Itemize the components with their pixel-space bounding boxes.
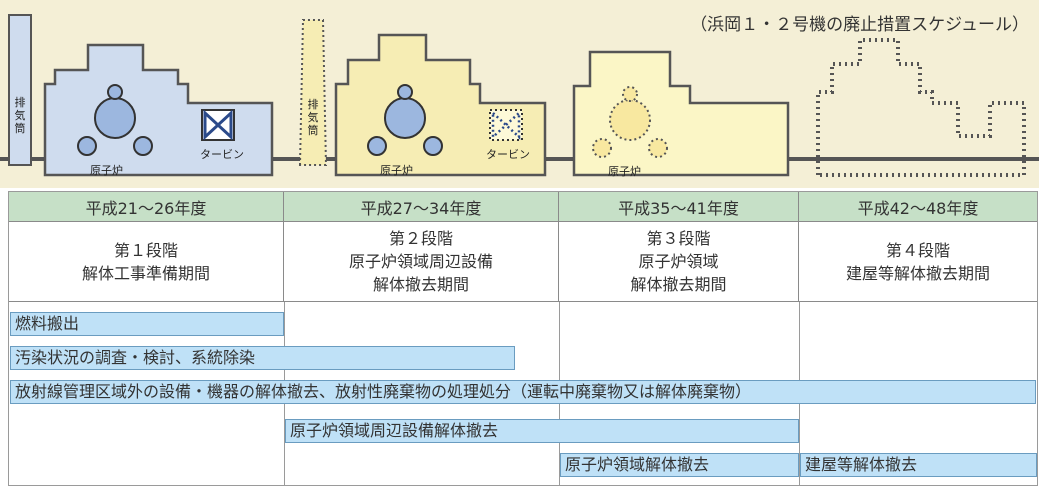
decommissioning-stages-illustration: [0, 14, 1039, 177]
stage2-reactor-core: [384, 97, 426, 139]
task-bar-reactor-area: 原子炉領域解体撤去: [560, 453, 799, 477]
stage1-reactor-core: [94, 97, 136, 139]
stage4-plant: [816, 38, 1026, 177]
stage-2-desc-1: 原子炉領域周辺設備: [348, 252, 493, 271]
stage2-stack-label: 排気筒: [307, 98, 319, 137]
stage-2-cell: 第２段階原子炉領域周辺設備解体撤去期間: [284, 222, 559, 302]
stage2-turbine-label: タービン: [486, 148, 530, 161]
stage2-plant: [298, 19, 547, 177]
stage-1-name: 第１段階: [113, 240, 178, 260]
stage-4-name: 第４段階: [885, 240, 950, 260]
stage1-stack: [8, 14, 32, 166]
stage1-stack-label: 排気筒: [14, 96, 26, 135]
stage-4-desc: 建屋等解体撤去期間: [845, 263, 990, 283]
stage1-reactor-label: 原子炉: [90, 164, 123, 177]
stage-1-desc: 解体工事準備期間: [81, 263, 210, 283]
stage1-plant: [8, 14, 274, 177]
stage3-reactor-label: 原子炉: [608, 165, 641, 178]
stage-4-cell: 第４段階建屋等解体撤去期間: [799, 222, 1037, 302]
stage2-stack: [298, 19, 328, 166]
stage-3-desc-1: 原子炉領域: [638, 252, 719, 271]
task-bar-fuel-removal: 燃料搬出: [10, 312, 284, 336]
task-bar-reactor-periphery: 原子炉領域周辺設備解体撤去: [285, 419, 799, 443]
period-header-2: 平成27〜34年度: [284, 192, 559, 222]
stage4-building-outline: [816, 38, 1026, 177]
stage1-building: [43, 43, 274, 177]
stage-2-desc-2: 解体撤去期間: [372, 275, 469, 294]
period-header-3: 平成35〜41年度: [559, 192, 799, 222]
task-bar-building-dismantling: 建屋等解体撤去: [800, 453, 1037, 477]
stage3-plant: [572, 50, 790, 177]
period-header-4: 平成42〜48年度: [799, 192, 1037, 222]
task-bar-equipment-dismantling: 放射線管理区域外の設備・機器の解体撤去、放射性廃棄物の処理処分（運転中廃棄物又は…: [10, 380, 1036, 404]
period-header-1: 平成21〜26年度: [9, 192, 284, 222]
stage-3-cell: 第３段階原子炉領域解体撤去期間: [559, 222, 799, 302]
stage3-reactor-core: [609, 99, 651, 141]
stage1-turbine-label: タービン: [200, 148, 244, 161]
schedule-caption: （浜岡１・２号機の廃止措置スケジュール）: [690, 15, 1029, 35]
stage2-reactor-label: 原子炉: [380, 164, 413, 177]
stage-2-name: 第２段階: [388, 229, 453, 248]
task-bar-contamination-survey: 汚染状況の調査・検討、系統除染: [10, 346, 515, 370]
stage3-building: [572, 50, 790, 177]
stage-3-name: 第３段階: [646, 229, 711, 248]
stage-1-cell: 第１段階解体工事準備期間: [9, 222, 284, 302]
schedule-table: 平成21〜26年度 平成27〜34年度 平成35〜41年度 平成42〜48年度 …: [8, 191, 1038, 486]
plant-illustration: （浜岡１・２号機の廃止措置スケジュール） 排気筒 原子炉 タービン 排気筒 原子…: [0, 0, 1039, 188]
stage-3-desc-2: 解体撤去期間: [630, 275, 727, 294]
